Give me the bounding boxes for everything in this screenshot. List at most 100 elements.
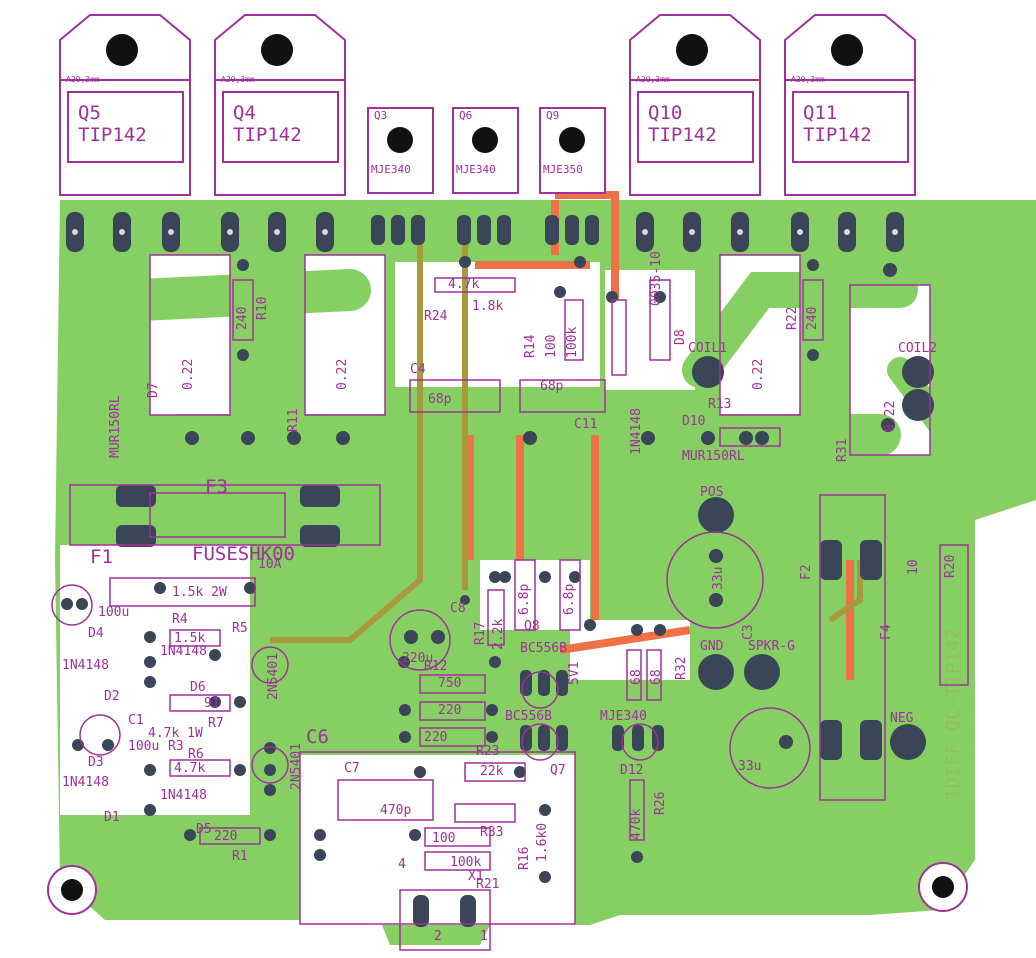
c7-value: 470p [380,803,412,818]
c1-value: 100u [128,739,160,754]
d7-ref: D7 [146,382,161,398]
r21-value: 100k [450,855,482,870]
r20-ref: R20 [943,554,958,578]
r12-ref: R12 [424,659,448,674]
r31-value: 0.22 [883,400,898,432]
c33b-value: 33u [738,759,762,774]
r1-value: 220 [214,829,238,844]
r9-value: 220 [424,730,448,745]
q9-ref: Q9 [546,109,560,122]
d6-value: 1N4148 [160,644,207,659]
r12-value: 0.22 [181,358,196,390]
q3-ref: Q3 [374,109,388,122]
d8-value: 0035-10 [649,251,664,306]
bottom-traces [466,191,854,680]
board-mounting-holes [47,862,968,915]
c8-ref: C8 [450,601,466,616]
bc556b-q8: BC556B [520,641,567,656]
q9-part: MJE350 [543,163,583,176]
r28-value: 68 [629,669,644,685]
d5-ref: D5 [196,822,212,837]
q3-part: MJE340 [371,163,411,176]
r10-ref: R10 [255,296,270,320]
d7-value: MUR150RL [108,395,123,458]
coil1-ref: COIL1 [688,341,728,356]
d9-value: 5V1 [567,661,582,685]
q5-ref: Q5 [78,102,101,124]
q2-part: 2N5401 [266,653,281,700]
q7-ref: Q7 [550,763,566,778]
f3-rating: 10A [258,557,282,572]
r7-ref: R7 [208,716,224,731]
r16-ref: R16 [517,846,532,870]
q1-part: 2N5401 [289,743,304,790]
r5-ref: R5 [232,621,248,636]
c11-value: 68p [540,379,564,394]
d4-value: 1N4148 [62,658,109,673]
spkr-label: SPKR-G [748,639,795,654]
d3-ref: D3 [88,755,104,770]
mje-q12: MJE340 [600,709,647,724]
r26-value: 470k [629,808,644,840]
c4-value: 68p [428,392,452,407]
d1-ref: D1 [104,810,120,825]
q4-ref: Q4 [233,102,256,124]
r14-value: 100k [565,326,580,358]
r11-ref: R11 [286,408,301,432]
r15-value: 100 [544,334,559,358]
r12-value: 750 [438,676,462,691]
d10-value: MUR150RL [682,449,745,464]
neg-label: NEG [890,711,914,726]
tab-label-q4: A20,3mm [221,75,255,84]
r17-value: 2.2k [491,618,506,650]
q6-ref: Q6 [459,109,473,122]
d4-ref: D4 [88,626,104,641]
r21-ref: R21 [476,877,500,892]
f3-value: FUSESHK00 [192,543,295,565]
tab-label-q11: A20,3mm [791,75,825,84]
bc556b-q7: BC556B [505,709,552,724]
c100u-value: 100u [98,605,130,620]
r16-value: 1.6k0 [535,822,550,862]
f1-ref: F1 [90,546,113,568]
r11-value: 0.22 [335,358,350,390]
x1-pin2: 2 [434,929,442,944]
r22-ref: R22 [785,306,800,330]
c4-ref: C4 [410,362,426,377]
r23-value: 22k [480,764,504,779]
d2-ref: D2 [104,689,120,704]
pad-holes [72,229,898,235]
c3-value-vert: 33u [711,566,726,590]
r33-ref: R33 [480,825,504,840]
x1-pin1: 1 [480,929,488,944]
q6-part: MJE340 [456,163,496,176]
r6-value: 4.7k [174,761,206,776]
r23-ref: R23 [476,744,500,759]
c2-value: 220u [402,651,434,666]
d6-ref: D6 [190,680,206,695]
r13-ref: R13 [708,397,732,412]
c11-ref: C11 [574,417,598,432]
r6-ref: R6 [188,747,204,762]
q10-part: TIP142 [648,124,717,146]
q5-part: TIP142 [78,124,147,146]
q11-ref: Q11 [803,102,838,124]
q8-ref: Q8 [524,619,540,634]
tab-label-q5: A20,3mm [66,75,100,84]
c3-ref: C3 [741,624,756,640]
c7-ref: C7 [344,761,360,776]
r10-value: 240 [235,306,250,330]
gnd-label: GND [700,639,724,654]
pos-label: POS [700,485,724,500]
d10-ref: D10 [682,414,706,429]
r1-ref: R1 [232,849,248,864]
coil2-ref: COIL2 [898,341,938,356]
r4-ref: R4 [172,612,188,627]
c6-ref: C6 [306,726,329,748]
r8-value: 1.8k [472,299,504,314]
r5-value: 1.5k 2W [172,585,227,600]
r3-ref: R3 [168,739,184,754]
r17-ref: R17 [473,621,488,645]
d12-ref: D12 [620,763,644,778]
